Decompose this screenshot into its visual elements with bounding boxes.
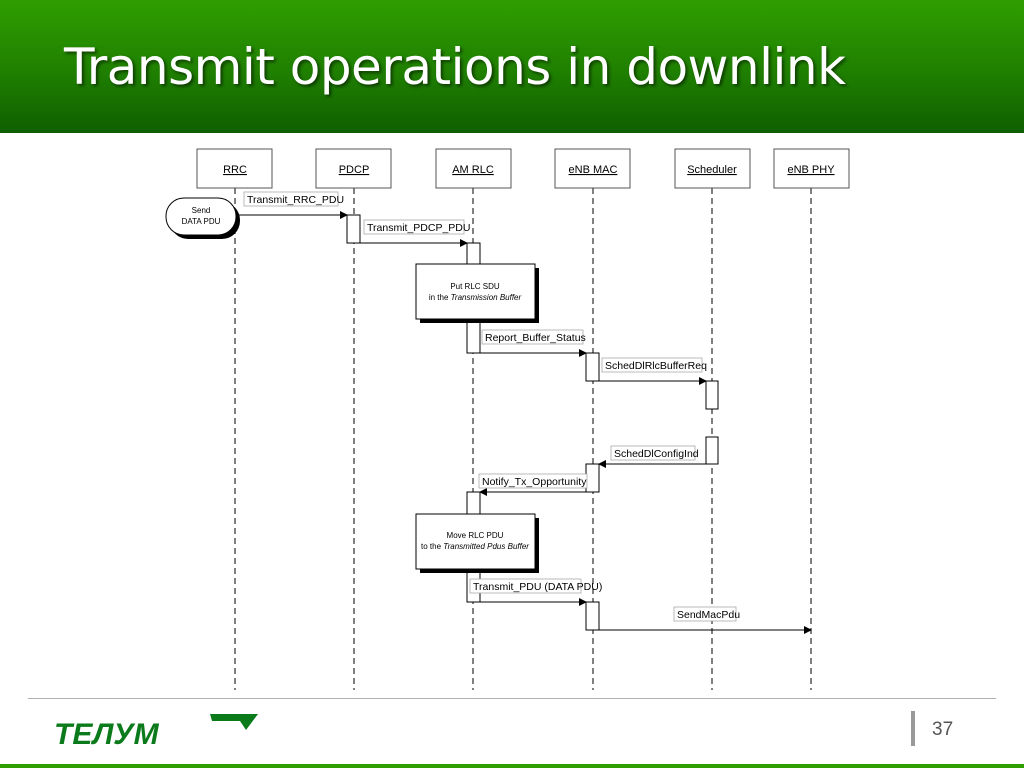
label-sched-dl-config-ind-text: SchedDlConfigInd [614,448,699,460]
note-move-rlc-pdu: Move RLC PDU to the Transmitted Pdus Buf… [415,513,539,573]
page-number: 37 [932,719,954,740]
participant-pdcp-label: PDCP [339,164,370,176]
label-sched-dl-config-ind: SchedDlConfigInd [610,445,699,461]
participant-pdcp: PDCP [315,148,392,189]
label-report-buffer-status-text: Report_Buffer_Status [485,332,586,344]
participant-enb-mac-label: eNB MAC [569,164,618,176]
participant-rrc-label: RRC [223,164,247,176]
start-event: Send DATA PDU [165,197,240,239]
participant-enb-phy: eNB PHY [773,148,850,189]
note-move-rlc-pdu-line2: to the Transmitted Pdus Buffer [421,542,529,551]
participant-scheduler: Scheduler [674,148,751,189]
slide-title: Transmit operations in downlink [64,38,846,96]
note-put-rlc-sdu: Put RLC SDU in the Transmission Buffer [415,263,539,323]
note-move-rlc-pdu-line1: Move RLC PDU [447,531,504,540]
label-sched-dl-rlc-buffer-req-text: SchedDlRlcBufferReq [605,360,707,372]
label-sched-dl-rlc-buffer-req: SchedDlRlcBufferReq [601,357,707,373]
activation-scheduler-1 [705,380,719,410]
participant-enb-phy-label: eNB PHY [787,164,835,176]
activation-enb-mac-1 [585,352,600,382]
start-event-line1: Send [192,206,211,215]
sequence-diagram: RRC PDCP AM RLC eNB MAC Scheduler eNB PH… [165,148,850,690]
note-put-rlc-sdu-line1: Put RLC SDU [450,282,500,291]
message-labels: Transmit_RRC_PDU Transmit_PDCP_PDU Repor… [243,191,740,622]
participant-am-rlc-label: AM RLC [452,164,494,176]
label-send-mac-pdu: SendMacPdu [673,606,740,622]
footer-divider [28,698,996,699]
slide-header: Transmit operations in downlink [0,0,1024,133]
start-event-line2: DATA PDU [182,217,221,226]
label-notify-tx-opportunity: Notify_Tx_Opportunity [478,473,588,489]
label-transmit-pdu-text: Transmit_PDU (DATA PDU) [473,581,602,593]
participant-rrc: RRC [196,148,273,189]
participant-enb-mac: eNB MAC [554,148,631,189]
label-transmit-rrc-pdu: Transmit_RRC_PDU [243,191,344,207]
activation-scheduler-2 [705,436,719,465]
label-transmit-pdcp-pdu: Transmit_PDCP_PDU [363,219,470,235]
activation-enb-mac-2 [585,463,600,493]
label-transmit-pdcp-pdu-text: Transmit_PDCP_PDU [367,222,470,234]
label-transmit-pdu: Transmit_PDU (DATA PDU) [469,578,602,594]
participant-am-rlc: AM RLC [435,148,512,189]
logo-wordmark: ТЕЛУМ [54,718,160,748]
activation-enb-mac-3 [585,601,600,631]
label-notify-tx-opportunity-text: Notify_Tx_Opportunity [482,476,587,488]
company-logo: ТЕЛУМ [54,714,258,748]
bottom-accent-strip [0,764,1024,768]
participants: RRC PDCP AM RLC eNB MAC Scheduler eNB PH… [196,148,850,189]
note-put-rlc-sdu-line2: in the Transmission Buffer [429,293,522,302]
page-number-separator [911,711,915,746]
activation-pdcp [346,214,361,244]
logo-swoosh-icon [210,714,258,730]
message-arrows [236,211,812,634]
label-report-buffer-status: Report_Buffer_Status [481,329,586,345]
label-send-mac-pdu-text: SendMacPdu [677,609,740,621]
label-transmit-rrc-pdu-text: Transmit_RRC_PDU [247,194,344,206]
participant-scheduler-label: Scheduler [687,164,737,176]
